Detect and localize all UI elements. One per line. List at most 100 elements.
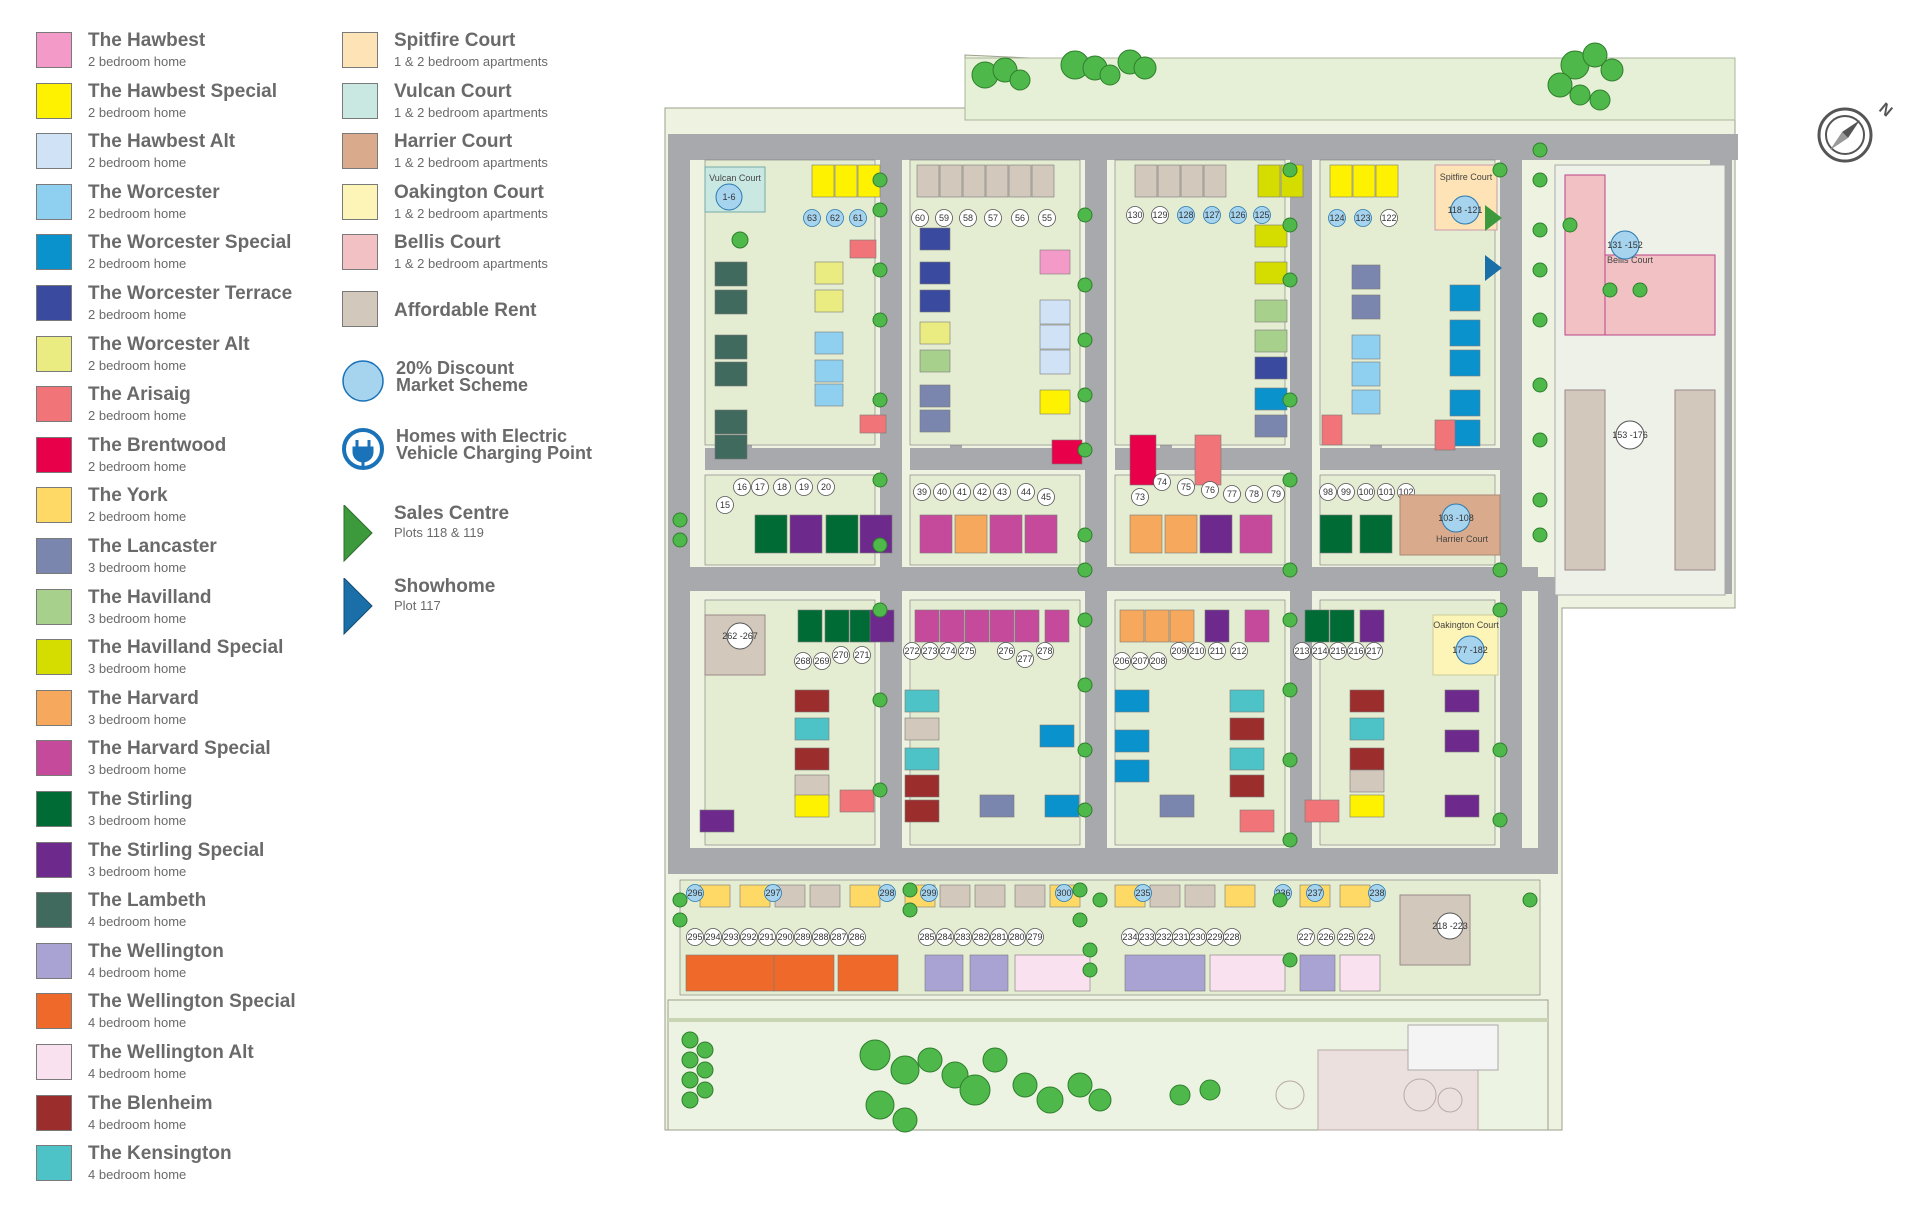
house-plot (1129, 514, 1163, 554)
plot-number: 233 (1139, 932, 1154, 942)
tree-icon (1099, 64, 1121, 86)
legend-name: The Havilland (88, 586, 212, 608)
plot-marker (1297, 928, 1315, 946)
plot-number: 58 (963, 213, 973, 223)
tree-icon (1600, 58, 1624, 82)
tree-icon (672, 892, 688, 908)
house-plot (964, 609, 990, 643)
tree-icon (872, 202, 888, 218)
tree-icon (731, 231, 749, 249)
plot-marker (794, 928, 812, 946)
legend-swatch (36, 993, 72, 1030)
legend-swatch (36, 841, 72, 878)
legend-name: The Arisaig (88, 384, 191, 406)
tree-icon (892, 1107, 918, 1133)
plot-number: 55 (1042, 213, 1052, 223)
house-plot (839, 789, 875, 813)
tree-icon (1602, 282, 1618, 298)
legend-name: Showhome (394, 576, 496, 597)
legend-sub: 3 bedroom home (88, 813, 187, 828)
plot-number: 232 (1156, 932, 1171, 942)
legend-swatch (36, 740, 72, 777)
plot-marker (1377, 483, 1395, 501)
house-plot (1164, 514, 1198, 554)
house-plot (1014, 609, 1040, 643)
house-plot (1319, 514, 1353, 554)
house-plot (794, 747, 830, 771)
house-plot (1349, 794, 1385, 818)
plot-number: 227 (1298, 932, 1313, 942)
plot-marker (1131, 488, 1149, 506)
plot-number: 207 (1132, 656, 1147, 666)
plot-marker (1317, 928, 1335, 946)
legend-sub: 2 bedroom home (88, 458, 187, 474)
plot-marker (997, 642, 1015, 660)
house-plot (1039, 349, 1071, 375)
house-plot (1349, 769, 1385, 793)
house-plot (1351, 294, 1381, 320)
tree-icon (1169, 1084, 1191, 1106)
house-plot (824, 609, 850, 643)
spitfire-plots: 118 -121 (1448, 205, 1483, 215)
legend-swatch (36, 32, 72, 68)
house-plot (919, 321, 951, 345)
legend-sub: 1 & 2 bedroom apartments (394, 205, 548, 221)
tree-icon (1492, 162, 1508, 178)
legend-name: The Stirling Special (88, 839, 265, 861)
plot-marker (1177, 206, 1195, 224)
plot-marker (1311, 642, 1329, 660)
legend-name: Oakington Court (394, 181, 544, 203)
tree-icon (681, 1031, 699, 1049)
plot-number: 277 (1017, 654, 1032, 664)
plot-marker (1329, 642, 1347, 660)
legend-swatch (36, 689, 72, 726)
legend-sub: 1 & 2 bedroom apartments (394, 256, 548, 272)
legend-name: Bellis Court (394, 232, 501, 254)
plot-marker (972, 928, 990, 946)
bellis-plots-2: 153 -176 (1612, 430, 1648, 440)
legend-name: The Kensington (88, 1143, 232, 1165)
house-plot (1257, 164, 1281, 198)
house-plot (904, 799, 940, 823)
svg-text:N: N (1875, 100, 1895, 120)
legend-sub: 1 & 2 bedroom apartments (394, 104, 548, 120)
house-plot (1157, 164, 1181, 198)
house-plot (939, 609, 965, 643)
house-plot (989, 609, 1015, 643)
plot-number: 281 (991, 932, 1006, 942)
plot-marker (832, 646, 850, 664)
house-plot (1008, 164, 1032, 198)
tree-icon (917, 1047, 943, 1073)
tree-icon (696, 1041, 714, 1059)
plot-number: 224 (1358, 932, 1373, 942)
legend-swatch (342, 133, 378, 170)
house-plot (794, 794, 830, 818)
plot-marker (1134, 884, 1152, 902)
legend-swatch (36, 639, 72, 676)
plot-marker (817, 478, 835, 496)
legend-swatch (36, 942, 72, 979)
house-plot (699, 809, 735, 833)
tree-icon (1492, 602, 1508, 618)
legend-name: The Harvard (88, 687, 199, 709)
house-plot (1051, 439, 1083, 465)
oakington-court-label: Oakington Court (1433, 620, 1499, 630)
house-plot (1014, 954, 1091, 992)
legend-swatch (36, 588, 72, 625)
tree-icon (1582, 42, 1608, 68)
tree-icon (1272, 892, 1288, 908)
house-plot (954, 514, 988, 554)
house-plot (1449, 349, 1481, 377)
legend-name: Sales Centre (394, 503, 510, 524)
tree-icon (1562, 217, 1578, 233)
legend-sub: 3 bedroom home (88, 762, 187, 778)
plot-number: 282 (973, 932, 988, 942)
tree-icon (1077, 277, 1093, 293)
house-plot (1359, 609, 1385, 643)
plot-marker (1208, 642, 1226, 660)
house-plot (1444, 729, 1480, 753)
